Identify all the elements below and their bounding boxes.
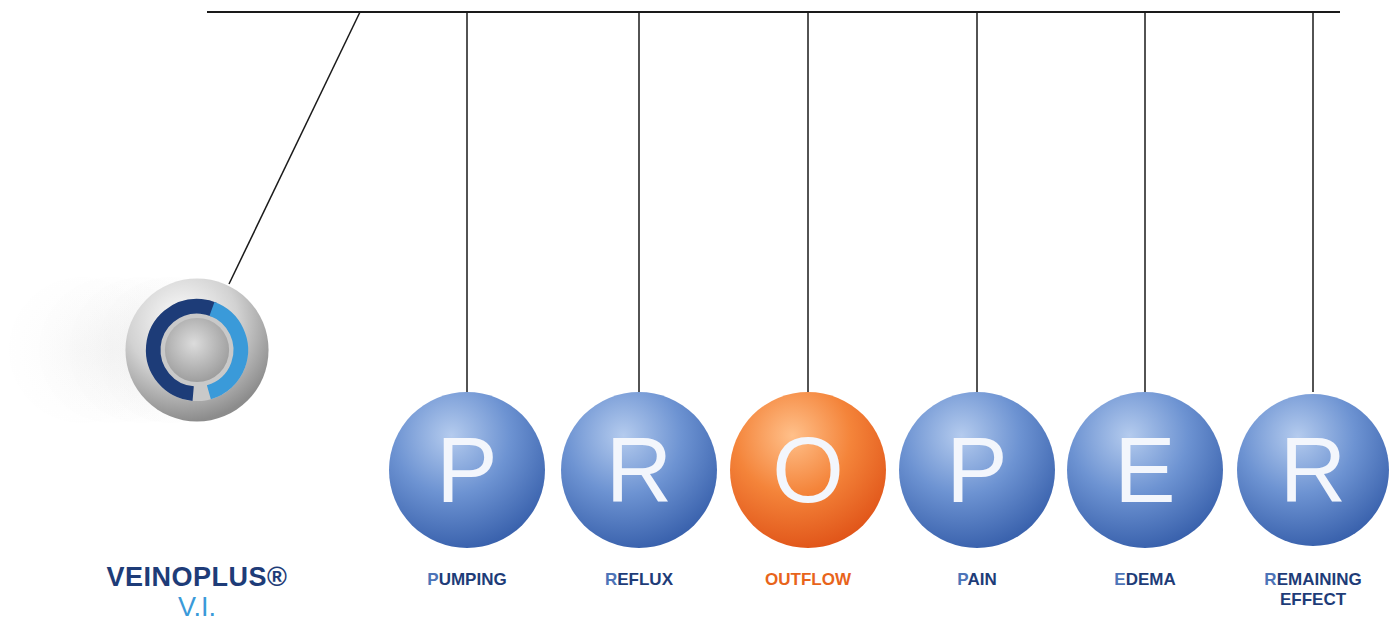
- ball-letter: P: [389, 392, 545, 548]
- ball-letter: P: [899, 392, 1055, 548]
- ball-letter: E: [1067, 392, 1223, 548]
- string: [976, 12, 978, 392]
- logo-sphere: [124, 277, 270, 423]
- top-bar: [207, 11, 1340, 13]
- ball-label: PUMPING: [392, 570, 542, 590]
- cradle-ball: RREMAINING EFFECT: [1237, 394, 1389, 546]
- logo-ball: VEINOPLUS®V.I.: [124, 277, 270, 423]
- ball-letter: O: [730, 392, 886, 548]
- string: [807, 12, 809, 392]
- cradle-ball: PPUMPING: [389, 392, 545, 548]
- cradle-ball: EEDEMA: [1067, 392, 1223, 548]
- brand-name: VEINOPLUS®: [67, 563, 327, 593]
- ball-letter: R: [1237, 394, 1389, 546]
- string: [638, 12, 640, 392]
- ball-label: REMAINING EFFECT: [1238, 570, 1388, 609]
- string: [1312, 12, 1314, 392]
- cradle-ball: PPAIN: [899, 392, 1055, 548]
- ball-label: PAIN: [902, 570, 1052, 590]
- string: [1144, 12, 1146, 392]
- ball-label: EDEMA: [1070, 570, 1220, 590]
- string: [229, 12, 360, 284]
- cradle-ball: OOUTFLOW: [730, 392, 886, 548]
- brand-name: V.I.: [67, 593, 327, 623]
- ball-label: OUTFLOW: [733, 570, 883, 590]
- string: [466, 12, 468, 392]
- cradle-ball: RREFLUX: [561, 392, 717, 548]
- ball-letter: R: [561, 392, 717, 548]
- ball-label: REFLUX: [564, 570, 714, 590]
